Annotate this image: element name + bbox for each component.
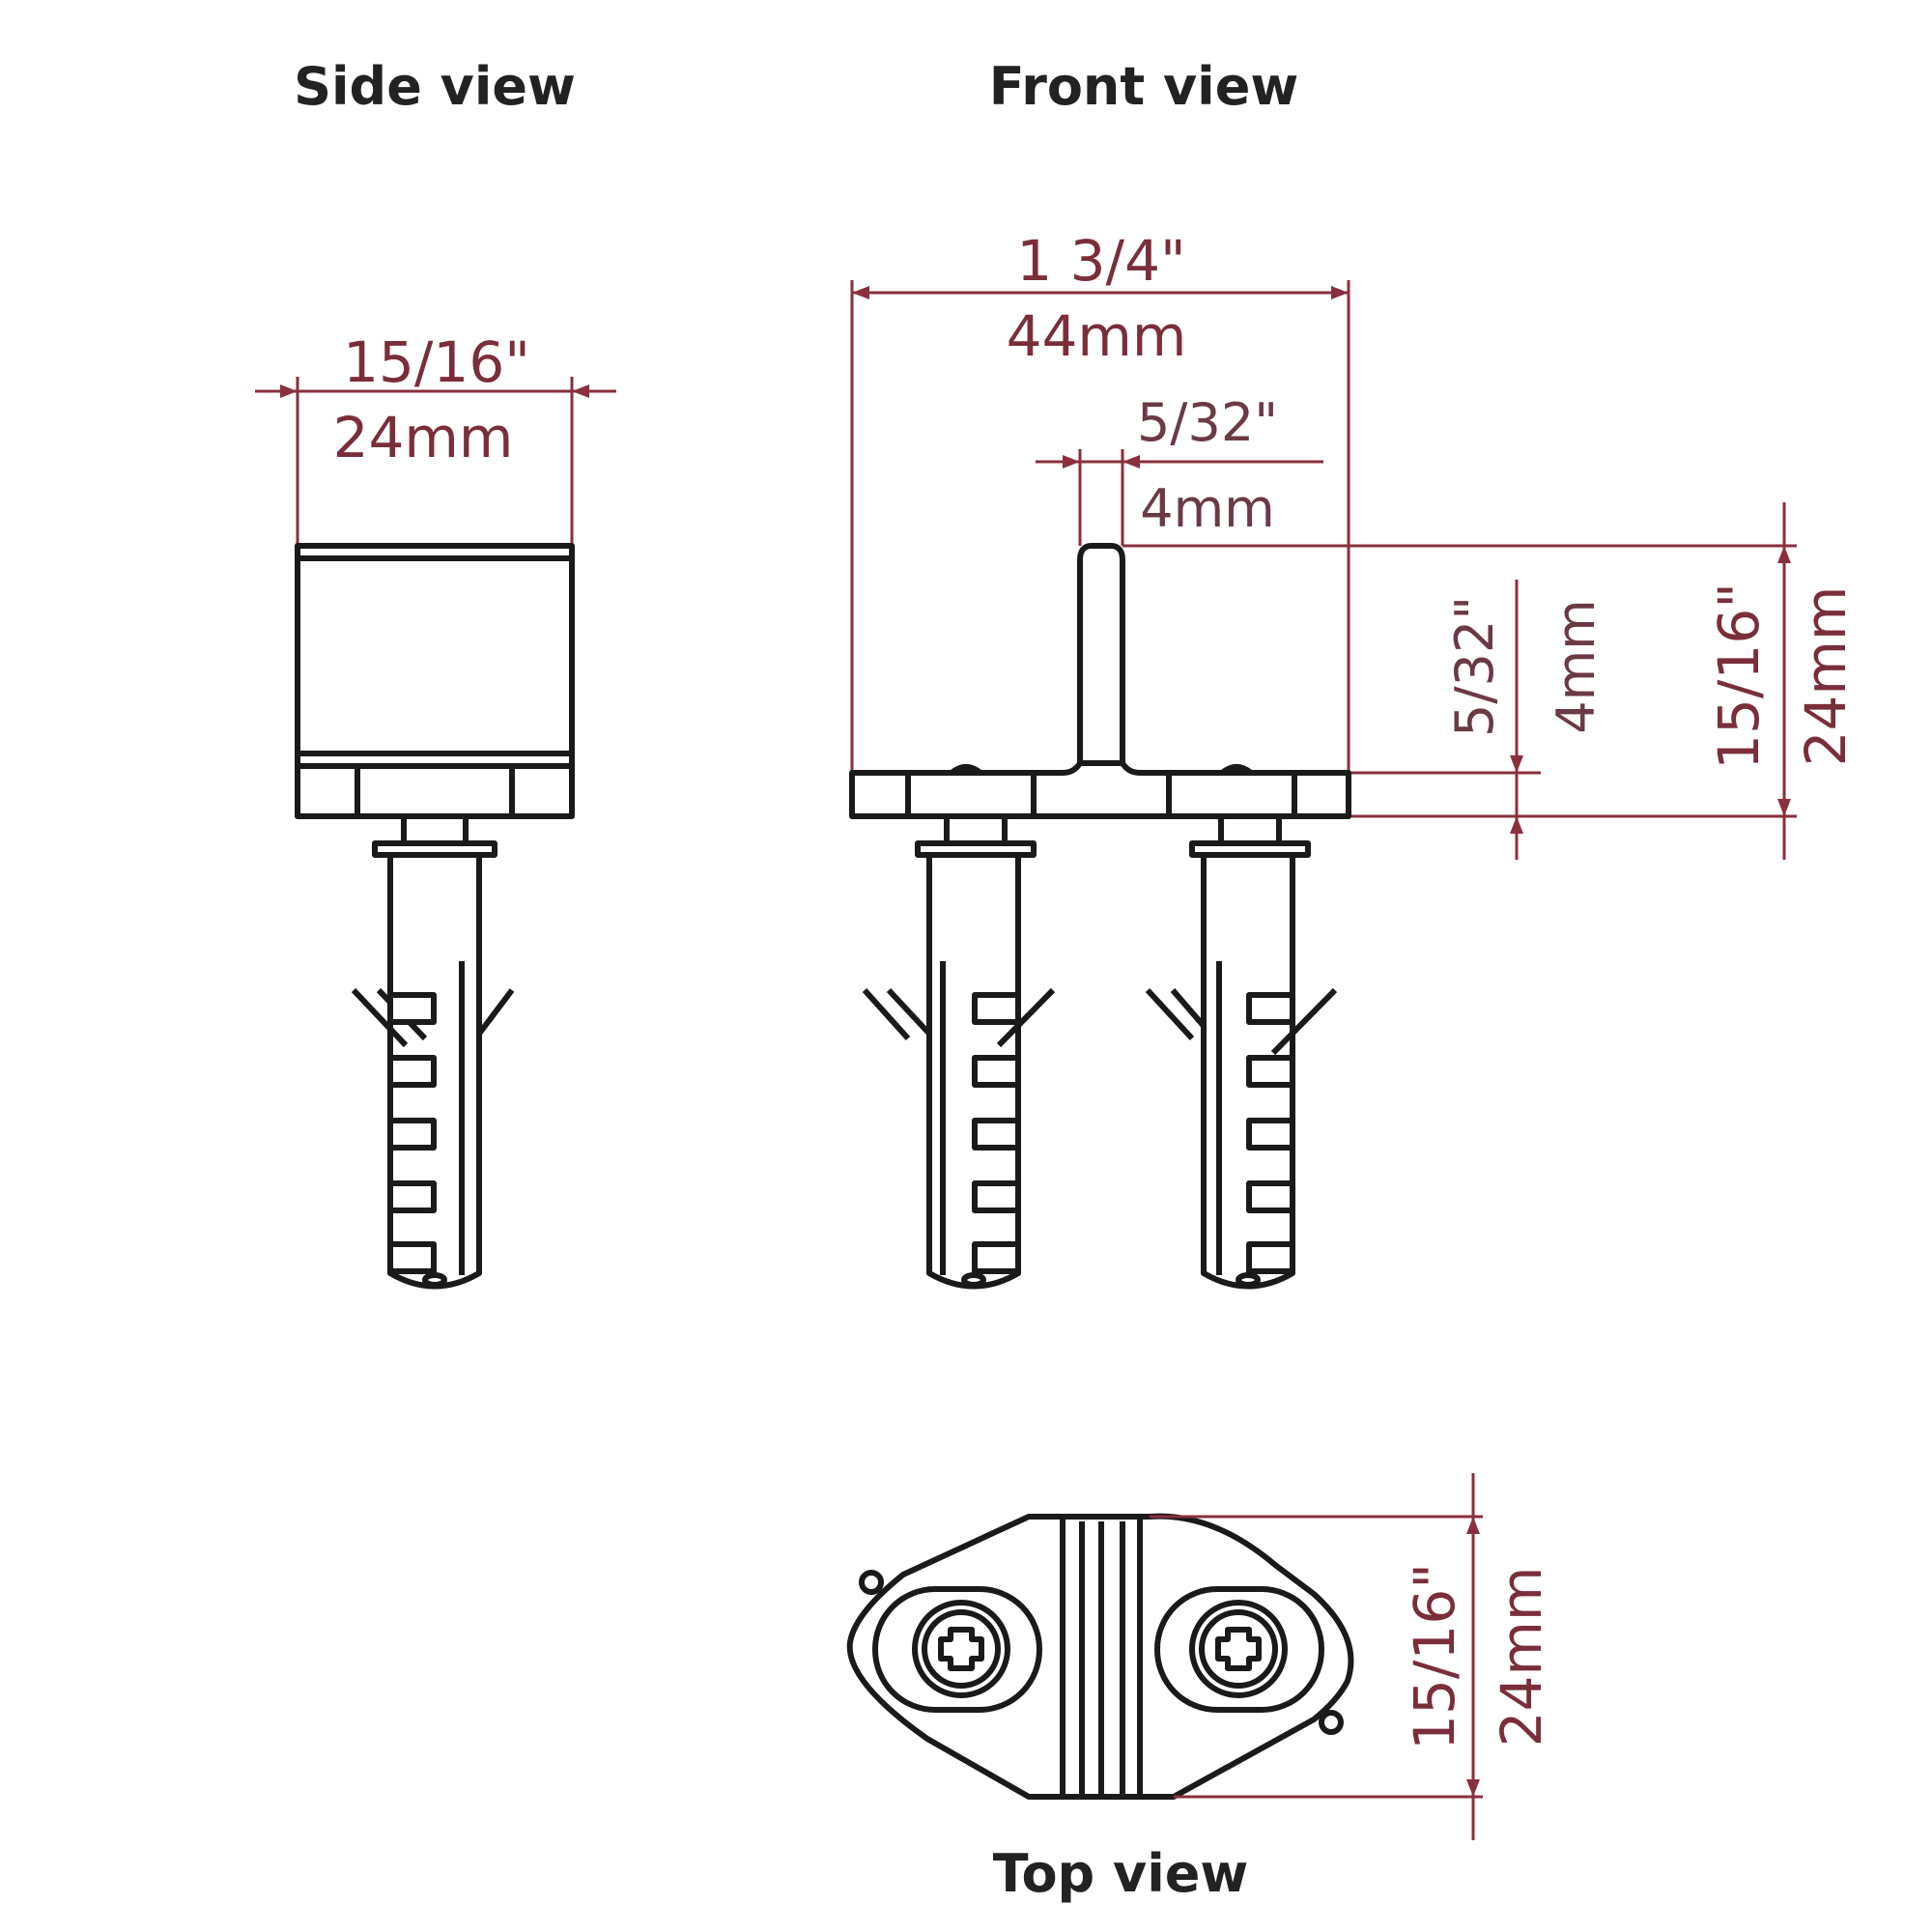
- base-height-in: 5/32": [1444, 596, 1505, 737]
- base-height-mm: 4mm: [1546, 599, 1606, 734]
- front-view-drawing: [849, 280, 1797, 1290]
- top-view-drawing: [846, 1473, 1483, 1840]
- total-height-mm: 24mm: [1793, 586, 1859, 767]
- pin-width-in: 5/32": [1137, 392, 1278, 453]
- side-view-drawing: [255, 377, 616, 1290]
- side-width-mm: 24mm: [333, 405, 514, 470]
- top-depth-mm: 24mm: [1489, 1567, 1554, 1747]
- front-width-mm: 44mm: [1007, 303, 1187, 369]
- front-width-in: 1 3/4": [1016, 228, 1185, 294]
- side-view-title: Side view: [294, 56, 576, 117]
- top-view-title: Top view: [993, 1843, 1248, 1904]
- pin-width-mm: 4mm: [1140, 478, 1275, 539]
- top-depth-in: 15/16": [1402, 1563, 1467, 1750]
- side-width-in: 15/16": [343, 329, 530, 395]
- total-height-in: 15/16": [1706, 582, 1772, 770]
- front-view-title: Front view: [989, 56, 1298, 117]
